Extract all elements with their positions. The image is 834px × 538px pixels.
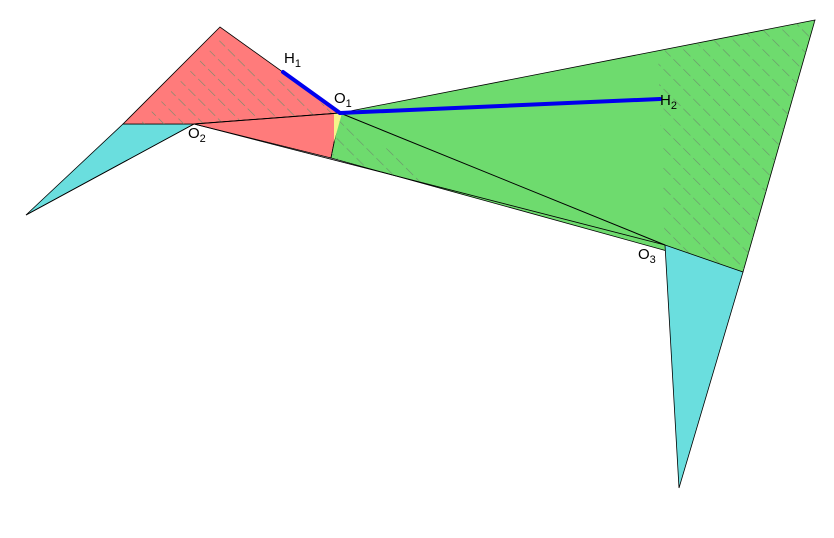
label-h1: H1 [284,50,301,70]
line-o2-o3-edge [193,123,666,246]
cyan-triangle-right [664,244,744,489]
green-hatched-band-right [658,20,815,272]
label-h2: H2 [660,92,677,112]
label-o3: O3 [638,246,656,266]
line-o2-cyan [25,123,195,216]
line-o2-o1 [193,112,341,125]
line-o1-o3 [339,112,666,246]
segment-o1-h2 [338,97,662,115]
label-o2: O2 [188,125,206,145]
green-hatched-band-left [331,113,435,185]
segment-o1-h1 [281,70,342,115]
red-hatched-region [140,40,340,124]
label-o1: O1 [334,90,352,110]
yellow-sliver [334,113,342,142]
